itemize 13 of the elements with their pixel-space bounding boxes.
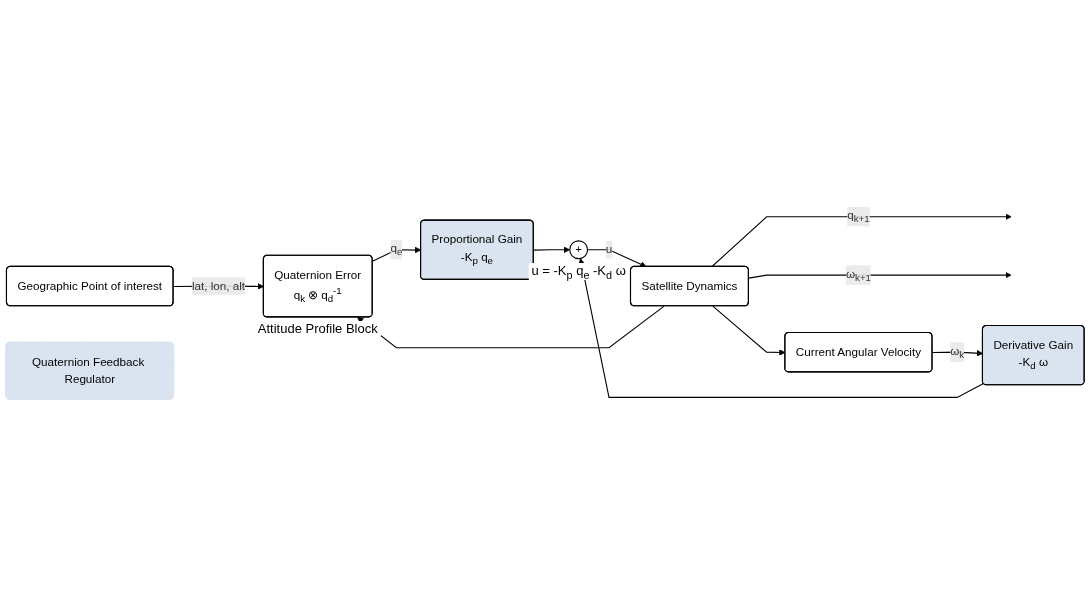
edge-label: q$_{e}$ <box>390 242 403 258</box>
arrow <box>578 258 984 398</box>
edge-label: u <box>605 243 613 256</box>
node-circle: + <box>569 240 589 260</box>
edge-label: ω$_{k}$ <box>950 344 965 360</box>
arrow <box>357 305 665 349</box>
edge-label: q$_{k+1}$ <box>847 209 870 225</box>
edge-label: ω$_{k+1}$ <box>845 267 871 283</box>
arrow <box>711 213 1012 268</box>
node-caption: u = -K$_{p}$ q$_{e}$ -K$_{d}$ ω <box>528 262 629 281</box>
edge-label: lat, lon, alt <box>191 279 246 292</box>
arrow <box>748 271 1012 279</box>
node-caption: Attitude Profile Block <box>254 320 381 336</box>
